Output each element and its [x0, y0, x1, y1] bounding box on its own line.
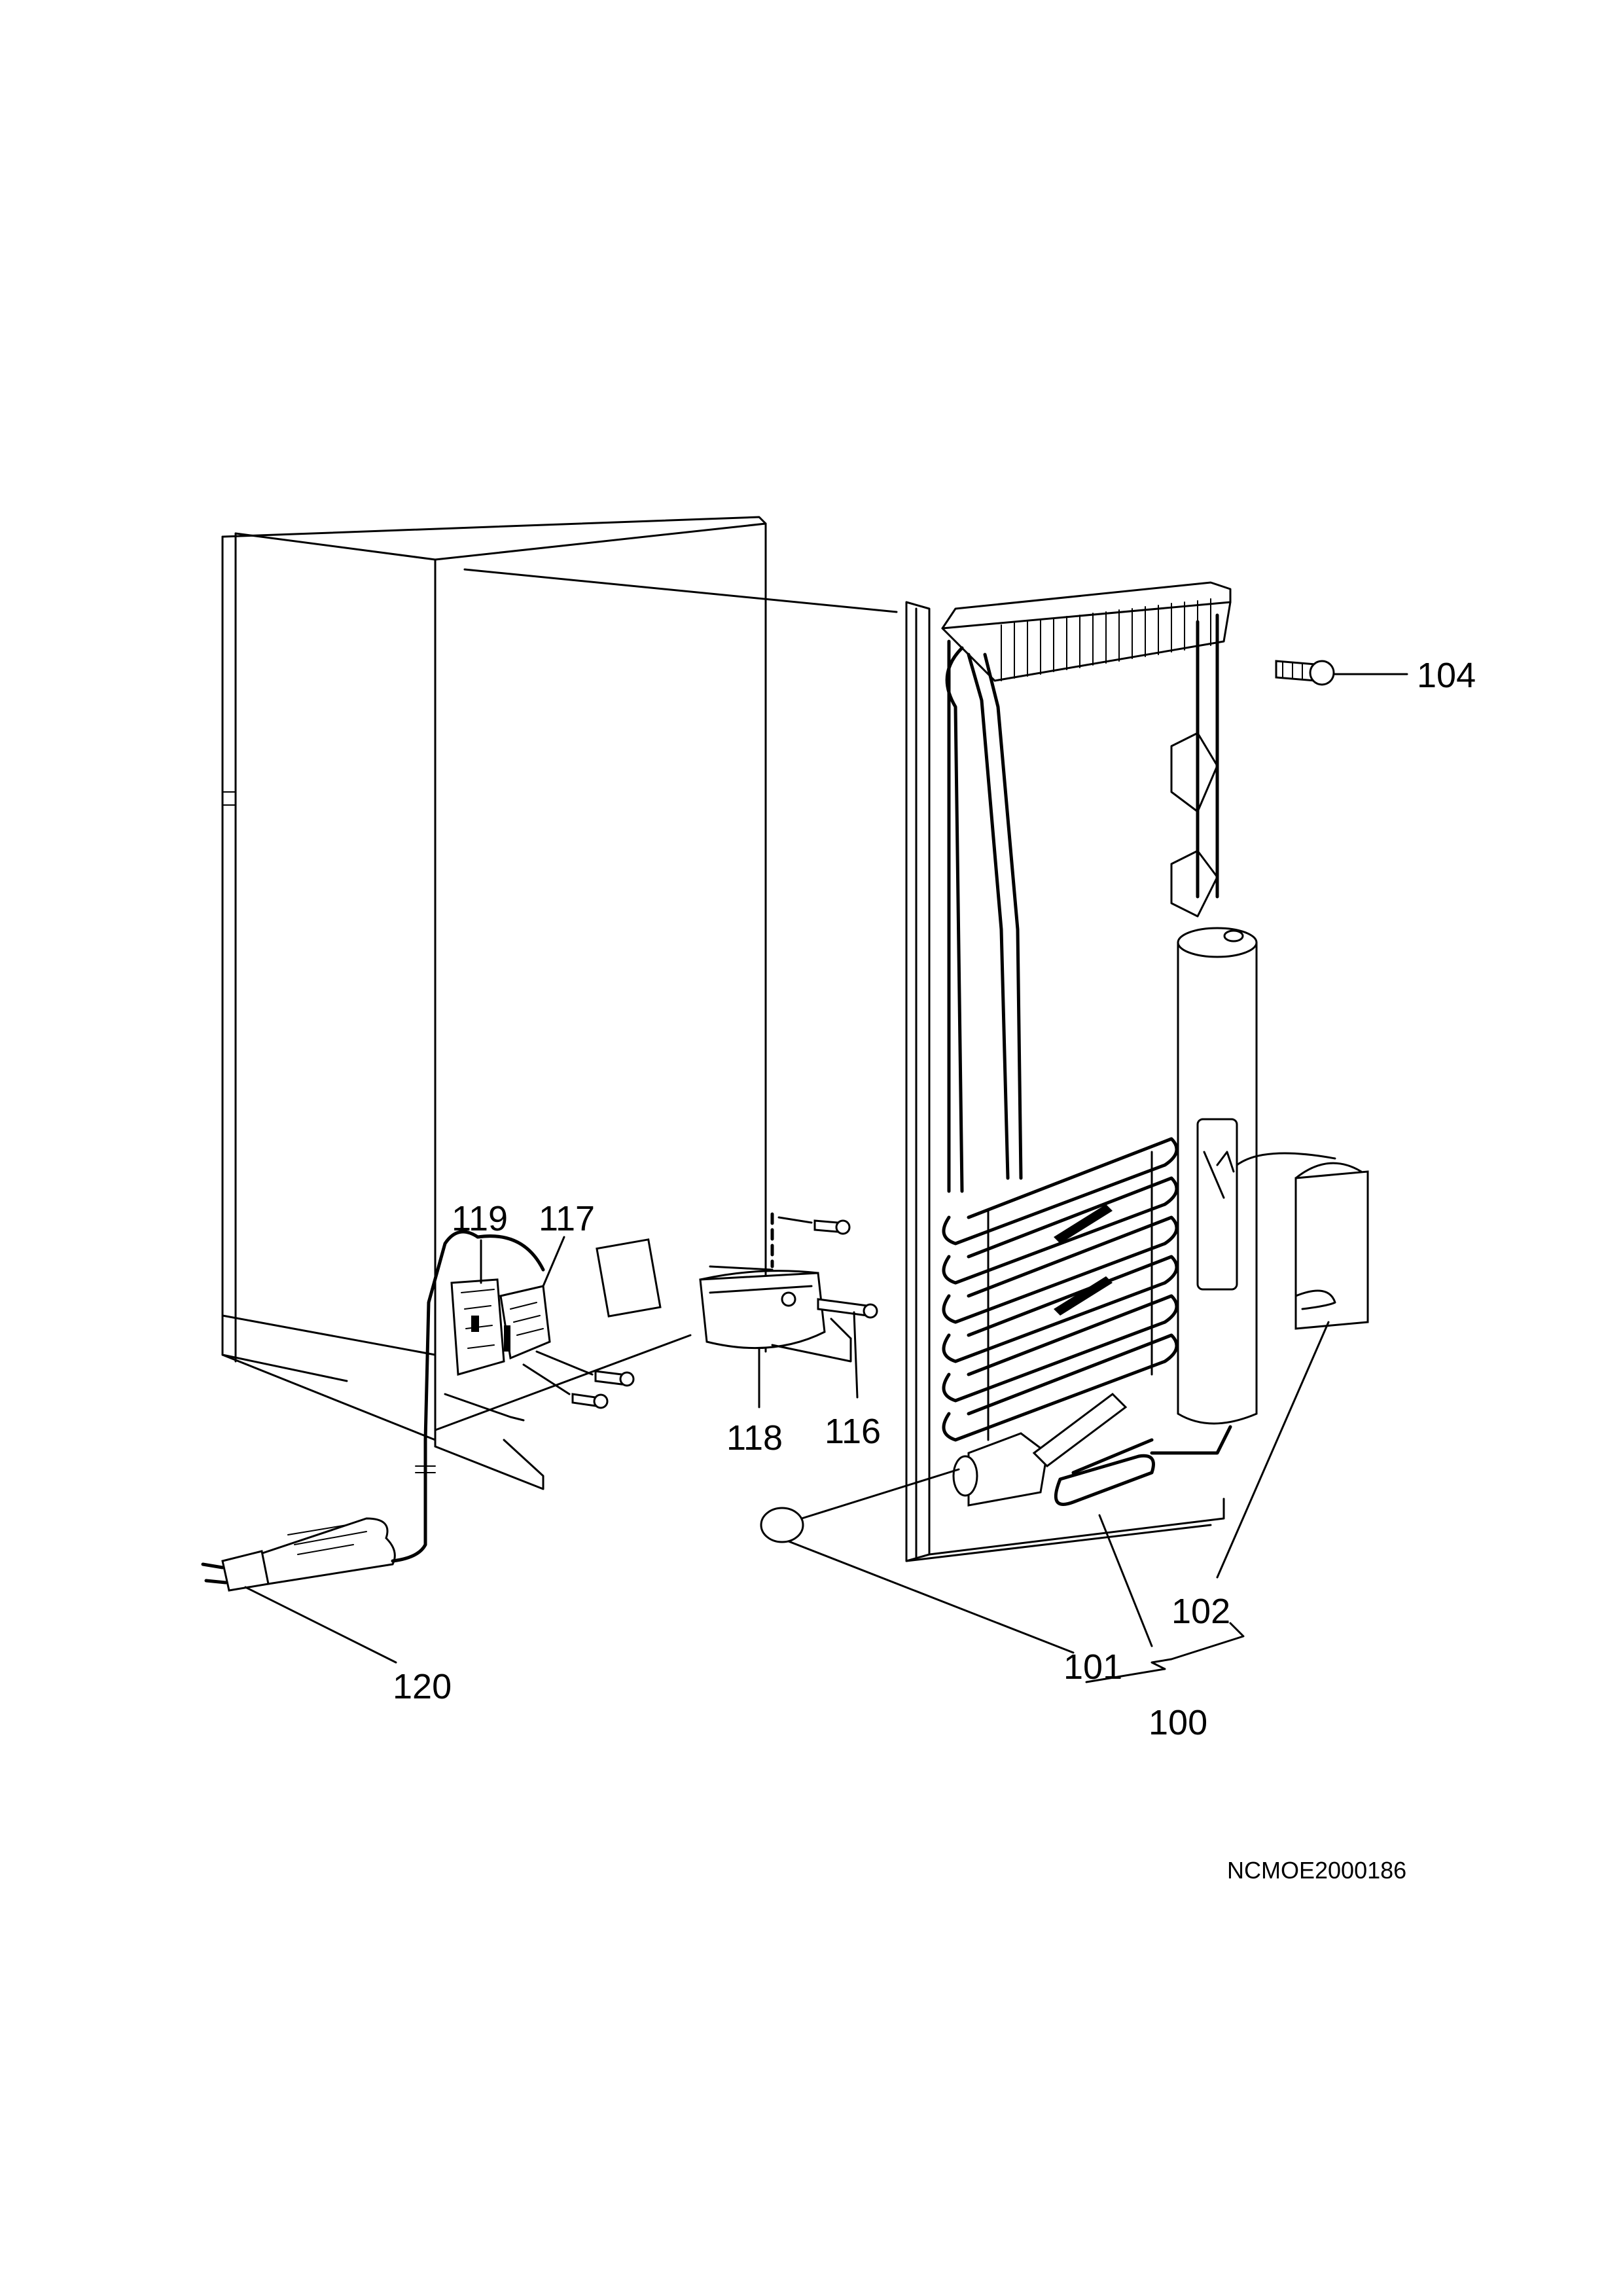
callout-117: 117	[539, 1199, 595, 1238]
callout-116: 116	[825, 1412, 881, 1451]
screw-top	[813, 1219, 851, 1235]
callout-104: 104	[1417, 656, 1476, 695]
callout-101: 101	[1063, 1647, 1122, 1687]
drawing-code: NCMOE2000186	[1227, 1857, 1406, 1884]
screw-104	[1275, 660, 1335, 686]
screws-bracket	[522, 1350, 635, 1409]
leader-cabinet-to-unit	[463, 568, 898, 613]
leader-101	[787, 1540, 1075, 1654]
refrigerator-cabinet	[221, 516, 767, 1490]
callout-119: 119	[452, 1199, 508, 1238]
burner-box-118	[699, 1265, 852, 1363]
cap-101	[760, 1507, 804, 1543]
leader-120	[244, 1586, 397, 1664]
thermostat-117	[499, 1285, 551, 1360]
bracket-119	[450, 1278, 505, 1376]
callout-102: 102	[1171, 1592, 1230, 1631]
leader-117	[542, 1236, 565, 1287]
leader-101-pipe	[1098, 1514, 1153, 1647]
brace-100	[1085, 1622, 1245, 1683]
leader-101-upper	[800, 1468, 960, 1520]
pin-116	[817, 1298, 878, 1319]
leader-102	[1216, 1321, 1330, 1579]
cooling-unit	[905, 581, 1258, 1562]
leader-116	[853, 1311, 859, 1399]
callout-118: 118	[726, 1418, 783, 1458]
power-cable-120	[201, 1230, 545, 1592]
callout-120: 120	[393, 1667, 452, 1706]
callout-100: 100	[1149, 1703, 1207, 1742]
cover-102	[1236, 1152, 1369, 1330]
